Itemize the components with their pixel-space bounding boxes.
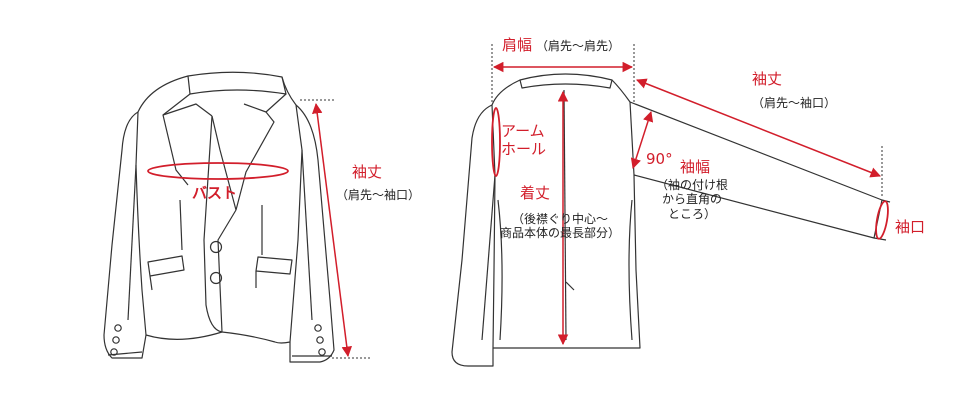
shoulder-width-title: 肩幅 [502, 36, 533, 54]
sleeve-width-title: 袖幅 [680, 158, 711, 176]
front-sleeve-length-title: 袖丈 [352, 163, 383, 181]
sleeve-width-arrow [630, 111, 654, 169]
back-measurement-guides [491, 44, 889, 346]
body-length-title: 着丈 [520, 184, 551, 202]
cuff-label: 袖口 [895, 218, 926, 236]
body-length-note: （後襟ぐり中心～ 商品本体の最長部分） [500, 212, 621, 241]
back-sleeve-length-arrow [636, 78, 881, 178]
front-sleeve-length-note: （肩先～袖口） [336, 188, 421, 202]
armhole-ellipse [491, 107, 501, 177]
front-measurement-guides [147, 99, 372, 359]
back-sleeve-length-note: （肩先～袖口） [752, 96, 837, 110]
armhole-label: アーム ホール [501, 122, 547, 158]
front-sleeve-length-arrow [311, 102, 353, 358]
angle-label: 90° [646, 150, 673, 168]
shoulder-width-note: （肩先～肩先） [536, 39, 621, 53]
back-sleeve-length-title: 袖丈 [752, 70, 783, 88]
front-jacket-drawing [103, 71, 335, 363]
bust-ellipse [147, 162, 289, 180]
sleeve-width-note: （袖の付け根 から直角の ところ） [656, 178, 729, 221]
bust-label: バスト [192, 184, 238, 202]
cuff-ellipse [875, 200, 889, 240]
